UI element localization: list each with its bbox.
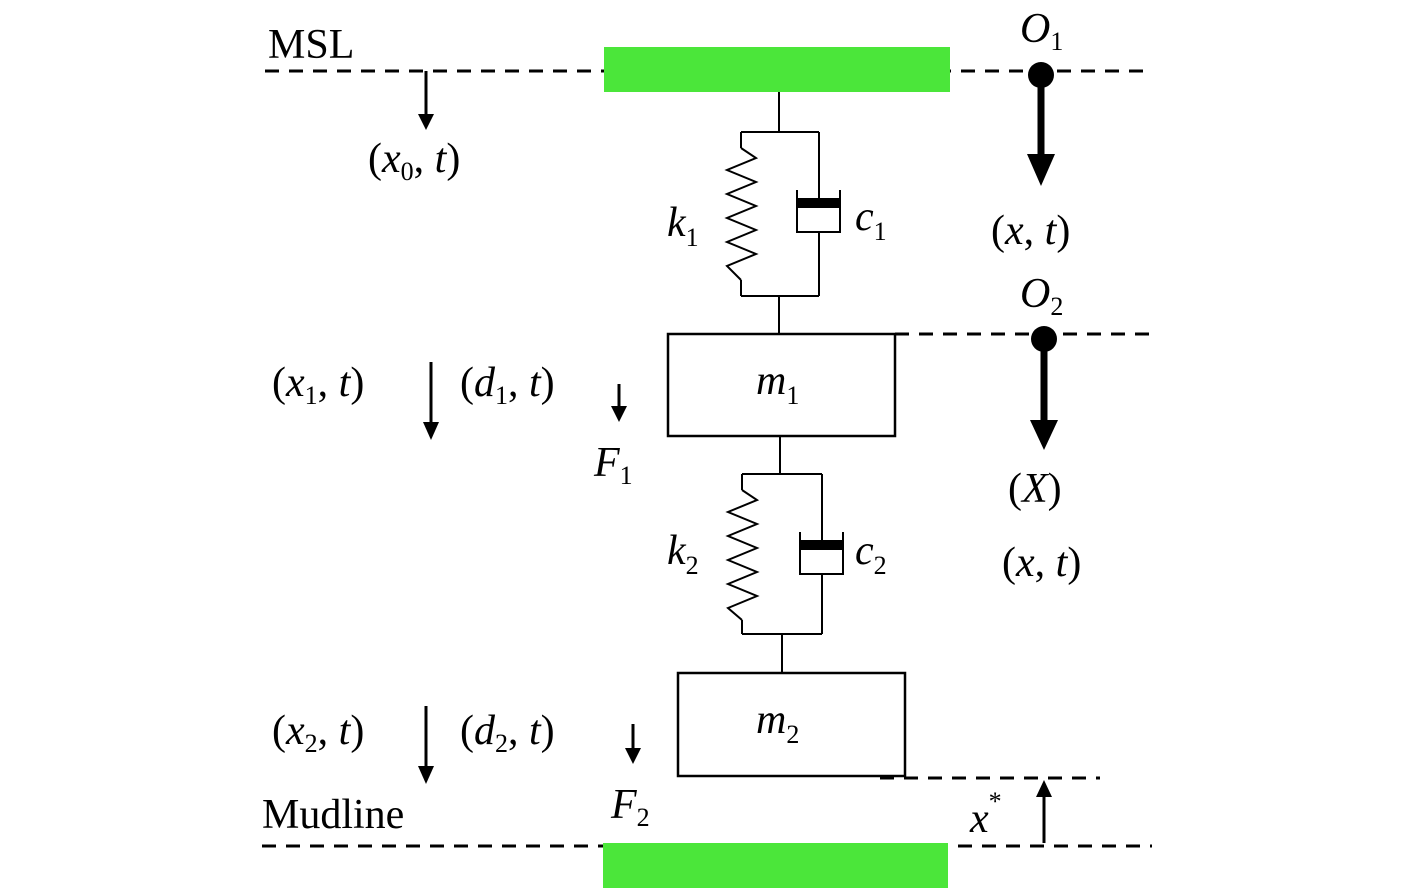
arrow-x2t — [418, 706, 434, 784]
x0t-label: (x0, t) — [368, 136, 460, 186]
mass-m2 — [676, 671, 907, 778]
upper-spring-damper — [724, 92, 841, 334]
d1t-label: (d1, t) — [460, 360, 555, 410]
arrow-F1 — [611, 384, 627, 422]
k1-label: k1 — [667, 200, 699, 252]
lower-spring-damper — [725, 436, 844, 673]
xt-bottom-label: (x, t) — [1002, 540, 1081, 586]
damper-c2-piston — [800, 540, 843, 550]
x1t-label: (x1, t) — [272, 360, 364, 410]
m2-label: m2 — [756, 697, 799, 749]
xstar-label: x* — [969, 787, 1002, 842]
F1-label: F1 — [593, 440, 633, 490]
arrow-xstar — [1036, 780, 1052, 843]
arrow-x0t — [418, 71, 434, 130]
arrow-F2 — [625, 724, 641, 764]
spring-k2 — [725, 489, 760, 621]
arrow-o2 — [1030, 326, 1058, 450]
arrow-o1 — [1027, 62, 1055, 186]
k2-label: k2 — [667, 528, 699, 580]
o2-label: O2 — [1020, 271, 1063, 321]
top-plate — [604, 47, 950, 92]
spring-k1 — [724, 147, 759, 281]
xt-top-label: (x, t) — [991, 208, 1070, 254]
c2-label: c2 — [855, 528, 887, 580]
arrow-x1t — [423, 362, 439, 440]
msl-label: MSL — [268, 22, 354, 68]
o1-label: O1 — [1020, 6, 1063, 56]
bottom-plate — [603, 843, 948, 888]
F2-label: F2 — [610, 782, 650, 832]
mudline-label: Mudline — [262, 792, 404, 838]
x2t-label: (x2, t) — [272, 708, 364, 758]
damper-c1-piston — [797, 198, 840, 208]
m1-label: m1 — [756, 358, 799, 410]
c1-label: c1 — [855, 194, 887, 246]
X-label: (X) — [1008, 466, 1062, 512]
mass-m1 — [666, 332, 897, 438]
d2t-label: (d2, t) — [460, 708, 555, 758]
